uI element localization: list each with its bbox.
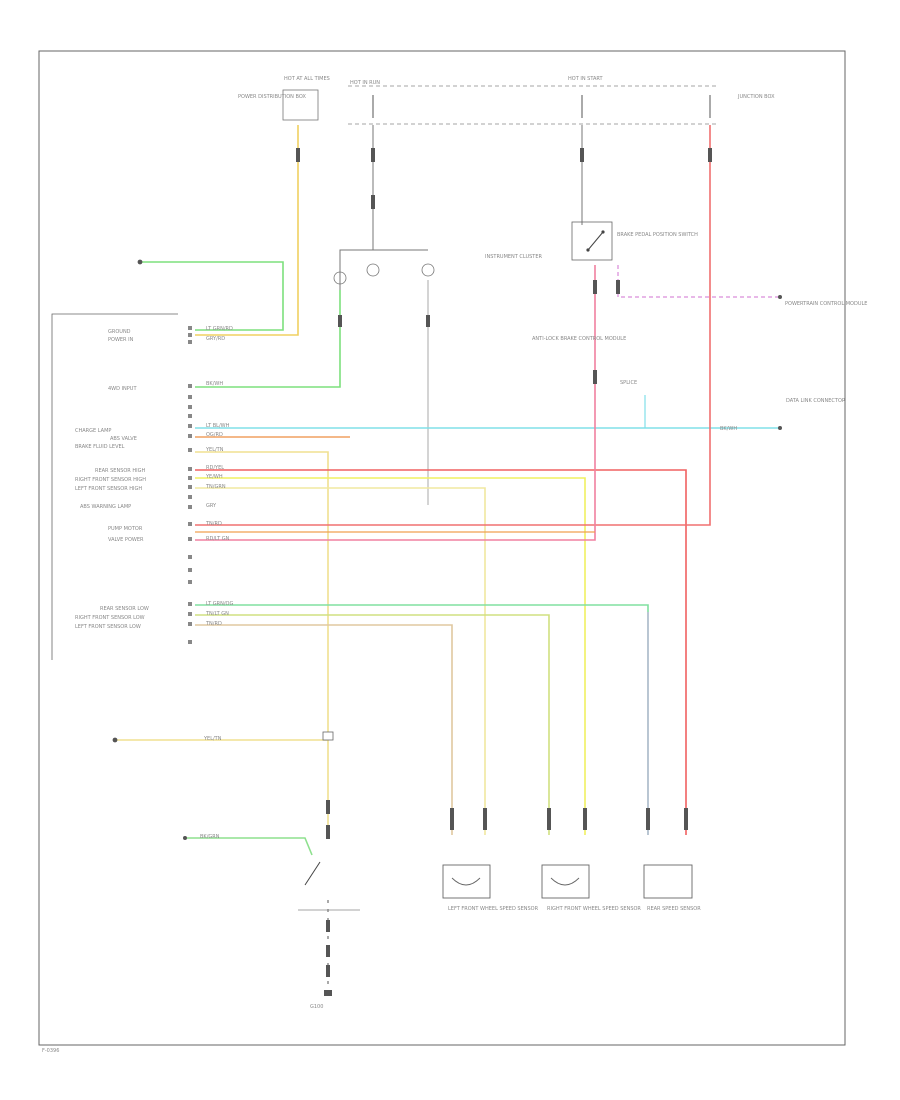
pcm-label: POWERTRAIN CONTROL MODULE — [785, 301, 867, 307]
dlc-label: DATA LINK CONNECTOR — [786, 398, 846, 404]
instrument-cluster-label: INSTRUMENT CLUSTER — [485, 254, 543, 260]
pin-label: CHARGE LAMP — [75, 428, 111, 434]
wire-green-bottom — [185, 837, 313, 856]
wire-red-rear-high — [195, 469, 687, 835]
wire-label: LT GRN/RD — [206, 326, 233, 332]
junction-box-label: JUNCTION BOX — [737, 94, 775, 100]
wire-tan-lf-low — [195, 624, 453, 835]
hot-at-all-times-label: HOT AT ALL TIMES — [284, 76, 330, 82]
module-pin-column — [188, 326, 192, 644]
wire-label: GRY/RD — [206, 336, 225, 342]
connector-stubs — [296, 148, 712, 977]
wire-label: YEL/TN — [205, 447, 224, 453]
wire-label: BK/GRN — [200, 834, 220, 840]
wire-yellow-tn — [195, 451, 329, 830]
wire-label: TN/GRN — [205, 484, 226, 490]
wire-label: BK/WH — [206, 381, 223, 387]
rf-wheel-sensor: RIGHT FRONT WHEEL SPEED SENSOR — [541, 864, 641, 912]
wire-yellow-power — [195, 125, 299, 336]
pin-label: BRAKE FLUID LEVEL — [75, 444, 125, 450]
diagram-border — [38, 50, 846, 1046]
wire-label: RD/LT GN — [206, 536, 230, 542]
wire-label: YEL/TN — [203, 736, 222, 742]
wire-label: YE/WH — [205, 474, 223, 480]
ground-label: G100 — [310, 1004, 323, 1010]
pin-label: RIGHT FRONT SENSOR LOW — [75, 615, 145, 621]
pin-label: RIGHT FRONT SENSOR HIGH — [75, 477, 146, 483]
hot-at-all-times-fuse: HOT AT ALL TIMES POWER DISTRIBUTION BOX — [238, 76, 330, 121]
wire-label: LT BL/WH — [206, 423, 230, 429]
splice-label: SPLICE — [620, 380, 637, 386]
wire-pcm-dashed — [617, 265, 780, 298]
lf-sensor-label: LEFT FRONT WHEEL SPEED SENSOR — [448, 906, 539, 912]
rear-sensor-label: REAR SPEED SENSOR — [647, 906, 701, 912]
pin-label: VALVE POWER — [108, 537, 144, 543]
pin-label: REAR SENSOR LOW — [100, 606, 149, 612]
wire-yellow-rf-high — [195, 477, 586, 835]
brake-fluid-switch — [298, 861, 360, 911]
brake-pedal-switch: BRAKE PEDAL POSITION SWITCH — [571, 221, 698, 261]
pin-label: ABS VALVE — [110, 436, 137, 442]
junction-box-bus: HOT IN RUN HOT IN START JUNCTION BOX — [348, 76, 775, 125]
wire-label: BK/WH — [720, 426, 737, 432]
pin-label: LEFT FRONT SENSOR HIGH — [75, 486, 142, 492]
module-bracket — [51, 313, 178, 660]
wire-label: OG/RD — [206, 432, 223, 438]
wire-green-rear-low — [195, 604, 649, 835]
wire-label: TN/LT GN — [205, 611, 229, 617]
pin-label: LEFT FRONT SENSOR LOW — [75, 624, 141, 630]
wire-yellow-lf-high — [195, 487, 486, 835]
brake-switch-label: BRAKE PEDAL POSITION SWITCH — [617, 232, 698, 238]
hot-in-start-label: HOT IN START — [568, 76, 604, 82]
hot-in-run-label: HOT IN RUN — [350, 80, 380, 86]
footer-code: F-0396 — [42, 1048, 59, 1054]
wire-labels: LT GRN/RD GRY/RD BK/WH LT BL/WH OG/RD YE… — [200, 326, 737, 840]
wire-label: TN/RD — [205, 621, 222, 627]
pin-labels: GROUND POWER IN 4WD INPUT CHARGE LAMP AB… — [75, 329, 149, 630]
wire-label: GRY — [206, 503, 217, 509]
pin-label: PUMP MOTOR — [108, 526, 143, 532]
wire-run-bus — [339, 125, 374, 290]
pin-label: ABS WARNING LAMP — [80, 504, 131, 510]
wire-red-pump — [195, 125, 711, 526]
rear-speed-sensor: REAR SPEED SENSOR — [643, 864, 701, 912]
wire-green-4wd — [140, 261, 284, 331]
terminal-dots — [112, 259, 782, 840]
splice-connector — [322, 731, 334, 741]
wire-red-brake — [195, 265, 596, 541]
rf-sensor-label: RIGHT FRONT WHEEL SPEED SENSOR — [547, 906, 641, 912]
wire-yellowgreen-rf-low — [195, 614, 550, 835]
lf-wheel-sensor: LEFT FRONT WHEEL SPEED SENSOR — [442, 864, 539, 912]
pin-label: REAR SENSOR HIGH — [95, 468, 145, 474]
pin-label: GROUND — [108, 329, 131, 335]
power-dist-box-label: POWER DISTRIBUTION BOX — [238, 94, 306, 100]
ground-symbol: G100 — [310, 990, 332, 1010]
wire-label: TN/RD — [205, 521, 222, 527]
cluster-lamps — [333, 263, 435, 285]
fuse-stubs — [372, 95, 711, 118]
pin-label: POWER IN — [108, 337, 134, 343]
wire-label: RD/YEL — [206, 465, 224, 471]
abs-module-label: ANTI-LOCK BRAKE CONTROL MODULE — [532, 336, 626, 342]
pin-label: 4WD INPUT — [108, 386, 137, 392]
wire-label: LT GRN/OG — [206, 601, 233, 607]
